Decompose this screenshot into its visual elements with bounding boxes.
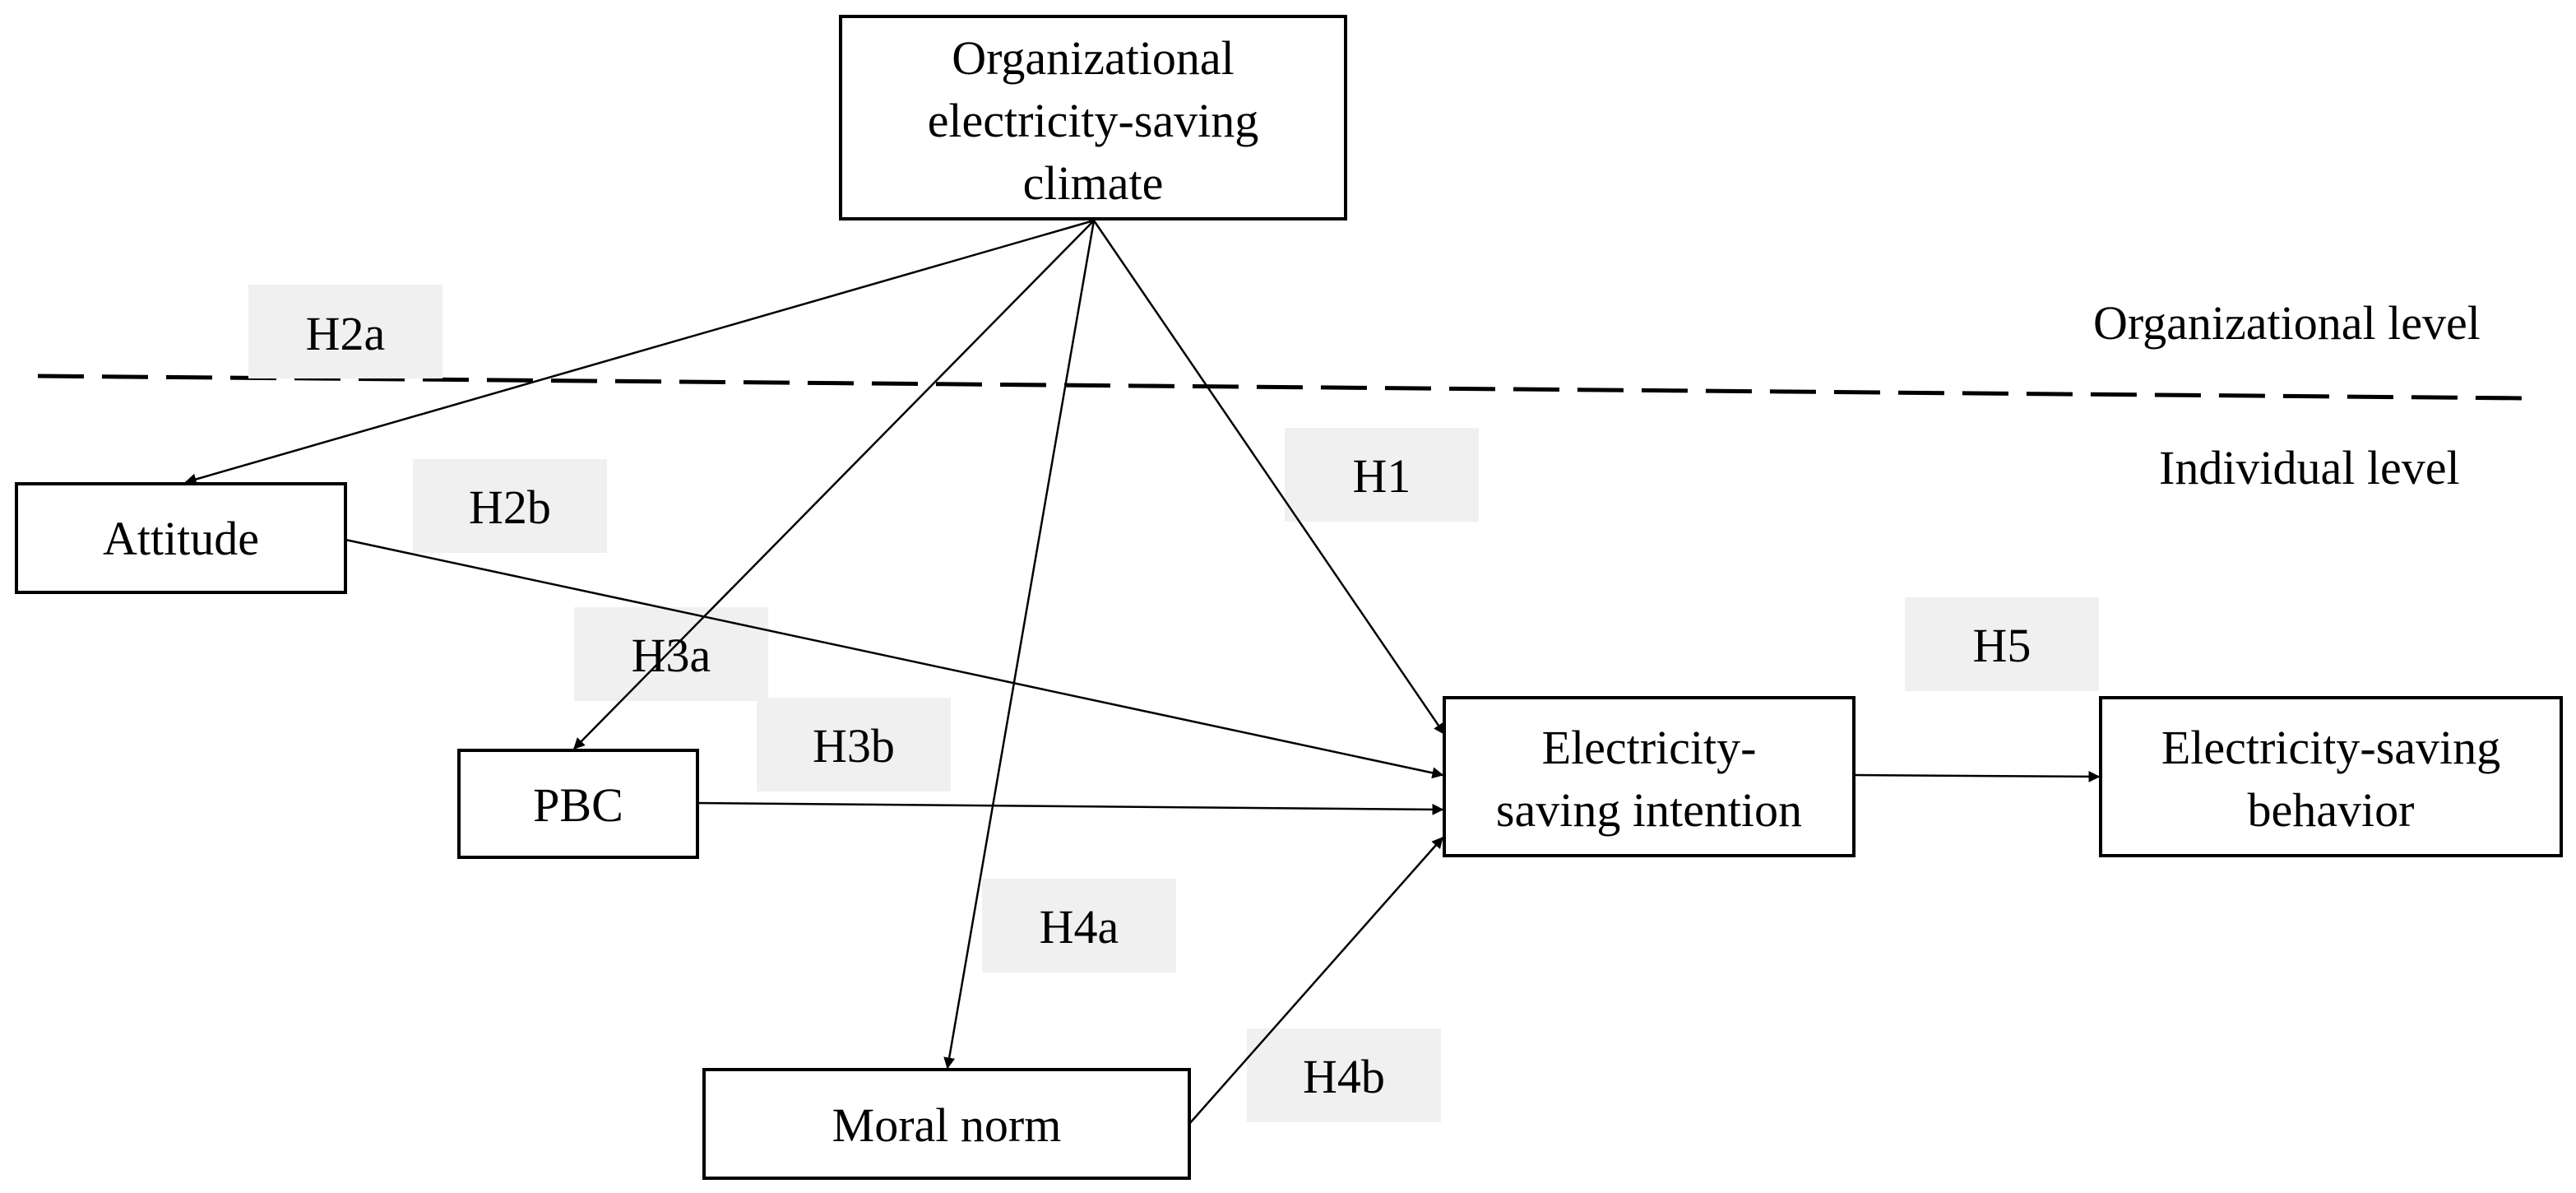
individual-level-label: Individual level [2159,441,2460,494]
hypothesis-label-h3b: H3b [757,698,951,791]
arrow-h2a-climate-to-attitude [184,219,1095,485]
behavior-box: Electricity-saving behavior [2099,696,2563,857]
pbc-box: PBC [457,749,699,859]
hypothesis-text-h3b: H3b [813,719,895,773]
hypothesis-label-h2b: H2b [413,459,607,553]
attitude-box: Attitude [15,482,347,594]
intention-line-2: saving intention [1496,783,1802,837]
arrow-h3b-pbc-to-intention [697,801,1444,815]
hypothesis-text-h5: H5 [1973,619,2032,672]
behavior-line-1: Electricity-saving [2161,721,2500,774]
hypothesis-label-h1: H1 [1285,428,1479,522]
attitude-label: Attitude [103,512,259,565]
climate-line-2: electricity-saving [928,94,1259,147]
hypothesis-text-h2b: H2b [469,480,551,534]
level-divider-line [37,374,2526,401]
hypothesis-text-h4a: H4a [1040,900,1119,954]
climate-line-1: Organizational [952,31,1235,85]
organizational-climate-box: Organizational electricity-saving climat… [839,15,1347,220]
climate-line-3: climate [1023,156,1164,210]
behavior-line-2: behavior [2248,783,2415,837]
intention-line-1: Electricity- [1542,721,1757,774]
hypothesis-label-h3a: H3a [574,607,768,701]
hypothesis-text-h3a: H3a [632,629,711,682]
arrow-h3a-climate-to-pbc [573,220,1095,750]
arrow-h1-climate-to-intention [1092,220,1446,736]
hypothesis-label-h4b: H4b [1247,1028,1441,1122]
organizational-level-label: Organizational level [2093,296,2481,350]
hypothesis-label-h5: H5 [1905,597,2099,691]
hypothesis-label-h4a: H4a [982,879,1176,973]
hypothesis-text-h2a: H2a [306,307,386,360]
arrow-h2b-attitude-to-intention [345,538,1444,779]
arrow-h5-intention-to-behavior [1853,770,2101,782]
hypothesis-text-h4b: H4b [1303,1050,1385,1103]
hypothesis-text-h1: H1 [1353,449,1411,503]
arrow-h4b-moral-norm-to-intention [1188,836,1443,1125]
arrow-h4a-climate-to-moral-norm [943,220,1096,1070]
moral-norm-label: Moral norm [832,1098,1062,1152]
hypothesis-label-h2a: H2a [248,285,442,378]
moral-norm-box: Moral norm [702,1068,1191,1180]
intention-box: Electricity- saving intention [1443,696,1856,857]
pbc-label: PBC [533,778,623,832]
